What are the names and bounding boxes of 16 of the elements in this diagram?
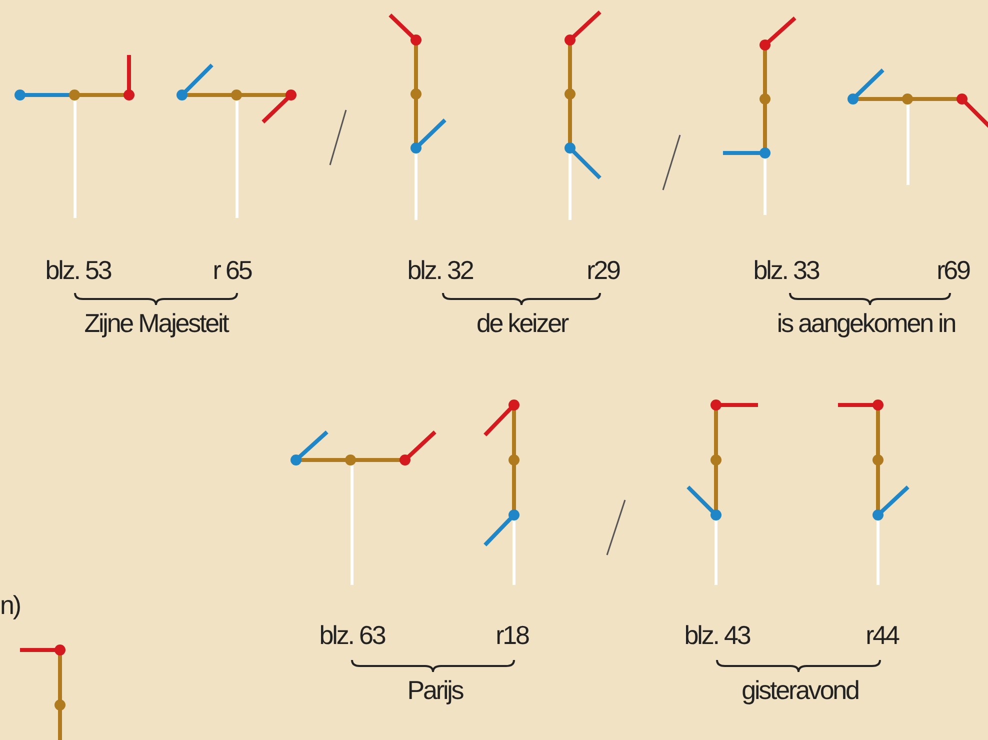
page-number: blz. 43: [684, 620, 750, 650]
phrase-label: de keizer: [476, 308, 568, 338]
page-number: blz. 33: [753, 255, 819, 285]
phrase-label: Zijne Majesteit: [84, 308, 228, 338]
page-number: blz. 32: [407, 255, 473, 285]
phrase-label: Parijs: [407, 675, 463, 705]
row-number: r29: [586, 255, 620, 285]
row-number: r69: [936, 255, 970, 285]
row-number: r 65: [212, 255, 252, 285]
page-number: blz. 63: [319, 620, 385, 650]
row-number: r44: [866, 620, 898, 650]
row-number: r18: [496, 620, 528, 650]
phrase-label: is aangekomen in: [776, 308, 956, 338]
page-number: blz. 53: [45, 255, 111, 285]
phrase-label: gisteravond: [742, 675, 858, 705]
fragment-text: n): [0, 590, 20, 620]
